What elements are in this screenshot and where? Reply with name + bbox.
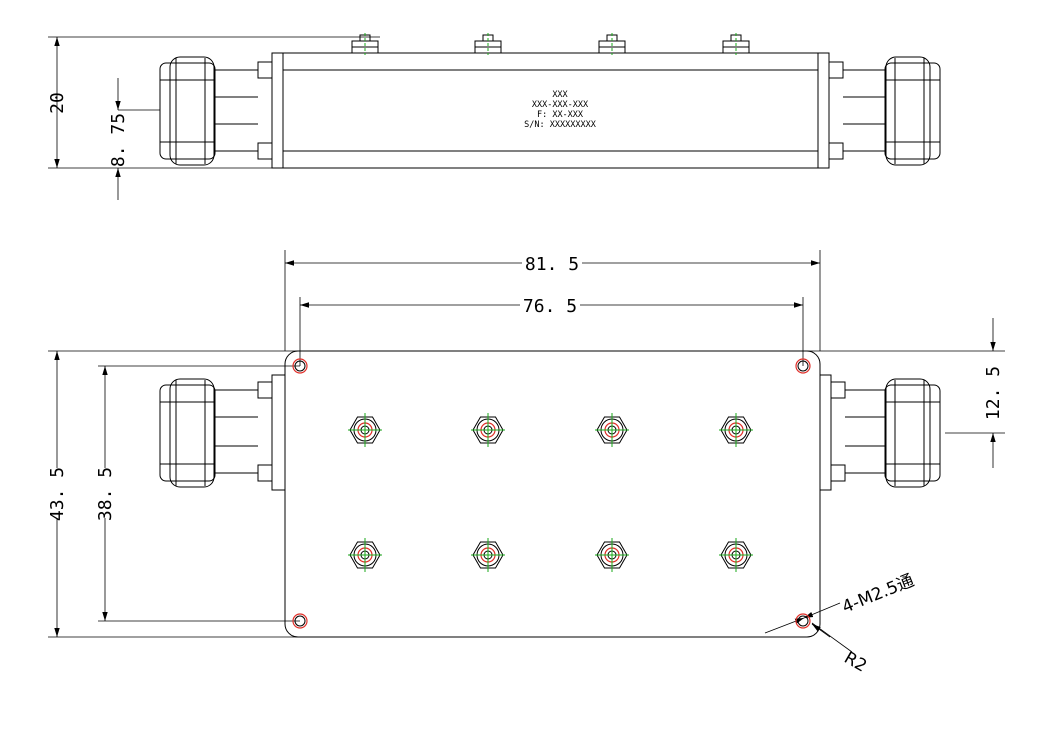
side-right-connector bbox=[843, 56, 941, 166]
product-label: XXX XXX-XXX-XXX F: XX-XXX S/N: XXXXXXXXX bbox=[524, 90, 597, 130]
side-screw bbox=[351, 33, 379, 55]
dim-overall-length-label: 81. 5 bbox=[525, 254, 579, 275]
tuning-screw bbox=[348, 413, 382, 447]
top-right-connector bbox=[819, 374, 941, 491]
tuning-screw bbox=[719, 413, 753, 447]
dim-hole-spacing-x-label: 76. 5 bbox=[523, 296, 577, 317]
mounting-hole bbox=[292, 613, 308, 629]
dim-top-connector-offset-label: 12. 5 bbox=[983, 366, 1004, 420]
top-left-connector bbox=[159, 374, 286, 491]
tuning-screw bbox=[471, 538, 505, 572]
side-screw bbox=[474, 33, 502, 55]
top-view-tuning-screws bbox=[348, 413, 753, 572]
tuning-screw bbox=[719, 538, 753, 572]
label-line-3: F: XX-XXX bbox=[537, 110, 584, 120]
dim-height-label: 20 bbox=[47, 92, 68, 114]
dim-overall-width-label: 43. 5 bbox=[47, 467, 68, 521]
radius-callout-label: R2 bbox=[841, 648, 871, 677]
tuning-screw bbox=[471, 413, 505, 447]
dim-side-connector-offset-label: 8. 75 bbox=[108, 113, 129, 167]
dim-hole-spacing-y-label: 38. 5 bbox=[95, 467, 116, 521]
mounting-holes bbox=[292, 358, 811, 629]
side-view-tuning-screws bbox=[351, 33, 750, 55]
label-line-1: XXX bbox=[552, 90, 568, 100]
side-left-connector bbox=[159, 56, 258, 166]
mounting-hole bbox=[795, 613, 811, 629]
top-view-plate bbox=[284, 350, 821, 638]
tuning-screw bbox=[595, 538, 629, 572]
hole-callout-label: 4-M2.5通 bbox=[839, 571, 917, 618]
side-screw bbox=[722, 33, 750, 55]
side-screw bbox=[598, 33, 626, 55]
side-view bbox=[48, 33, 941, 200]
mounting-hole bbox=[292, 358, 308, 374]
label-line-4: S/N: XXXXXXXXX bbox=[524, 120, 597, 130]
mounting-hole bbox=[795, 358, 811, 374]
tuning-screw bbox=[348, 538, 382, 572]
label-line-2: XXX-XXX-XXX bbox=[532, 100, 589, 110]
tuning-screw bbox=[595, 413, 629, 447]
